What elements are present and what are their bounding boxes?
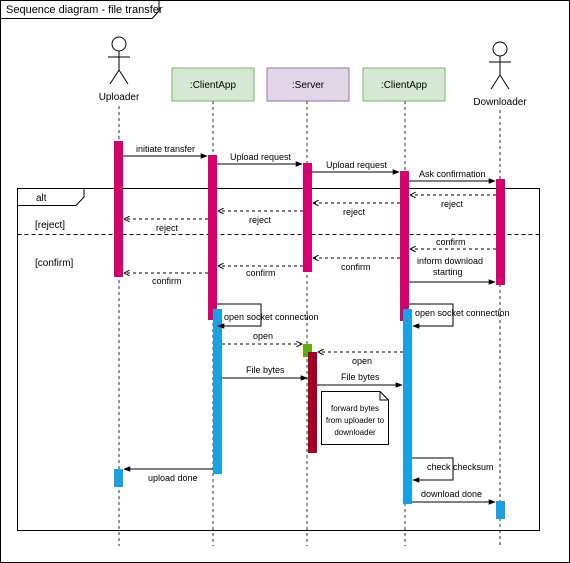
sync-messages [123, 153, 496, 505]
alt-fragment [17, 188, 540, 531]
activation-client-right-socket [403, 309, 412, 504]
server-box [266, 67, 350, 102]
activation-server [303, 163, 312, 272]
arrow-self-check-checksum [412, 457, 454, 483]
label-check-checksum: check checksum [427, 462, 494, 472]
label-file-bytes-2: File bytes [341, 372, 380, 382]
label-upload-request-2: Upload request [326, 160, 388, 170]
label-open-2: open [352, 356, 372, 366]
label-initiate-transfer: initiate transfer [136, 144, 195, 154]
activation-client-left-socket [213, 309, 222, 474]
note-text: forward bytes from uploader to downloade… [326, 404, 385, 437]
participant-server: :Server [292, 80, 325, 91]
alt-fragment-tab [17, 188, 85, 206]
label-confirm-1: confirm [436, 237, 466, 247]
label-reject-2: reject [343, 207, 366, 217]
note-line-3: downloader [334, 428, 376, 437]
uploader-actor-icon [108, 36, 130, 85]
activation-client-right [400, 171, 409, 321]
label-file-bytes-1: File bytes [246, 365, 285, 375]
label-reject-1: reject [441, 199, 464, 209]
label-open-socket-right: open socket connection [415, 308, 510, 318]
participant-client-app-left: :ClientApp [190, 80, 237, 91]
label-inform-download: inform download [417, 256, 483, 266]
label-reject-3: reject [249, 215, 272, 225]
guard-confirm: [confirm] [35, 258, 74, 269]
activation-downloader-done [496, 501, 505, 519]
alt-label: alt [36, 193, 47, 204]
label-inform-download-starting: starting [433, 267, 463, 277]
note-line-1: forward bytes [331, 404, 379, 413]
label-upload-done: upload done [148, 473, 198, 483]
label-reject-4: reject [156, 223, 179, 233]
activation-client-left [208, 155, 217, 320]
frame-title-tab [0, 0, 160, 19]
label-confirm-3: confirm [246, 268, 276, 278]
guard-reject: [reject] [35, 220, 65, 231]
label-open-1: open [253, 331, 273, 341]
activation-server-forward [308, 352, 317, 453]
frame-title: Sequence diagram - file transfer [6, 4, 163, 16]
arrow-self-open-socket-right [409, 303, 454, 329]
label-confirm-4: confirm [152, 276, 182, 286]
activation-downloader [496, 179, 505, 285]
label-confirm-2: confirm [341, 262, 371, 272]
message-labels: initiate transfer Upload request Upload … [136, 144, 510, 499]
note-line-2: from uploader to [326, 416, 385, 425]
client-app-right-box [362, 67, 446, 102]
participant-downloader: Downloader [473, 97, 527, 108]
label-download-done: download done [421, 489, 482, 499]
client-app-left-box [171, 67, 255, 102]
participant-client-app-right: :ClientApp [381, 80, 428, 91]
downloader-actor-icon [489, 41, 511, 90]
note-fold [379, 391, 389, 401]
activation-server-open [303, 344, 312, 357]
forward-bytes-note [321, 391, 389, 445]
label-open-socket-left: open socket connection [224, 312, 319, 322]
label-ask-confirmation: Ask confirmation [419, 169, 486, 179]
participant-uploader: Uploader [99, 92, 140, 103]
arrow-self-open-socket-left [217, 303, 262, 329]
activation-uploader-done [114, 469, 123, 487]
label-upload-request-1: Upload request [230, 152, 292, 162]
return-messages [124, 195, 496, 352]
activation-uploader [114, 141, 123, 277]
